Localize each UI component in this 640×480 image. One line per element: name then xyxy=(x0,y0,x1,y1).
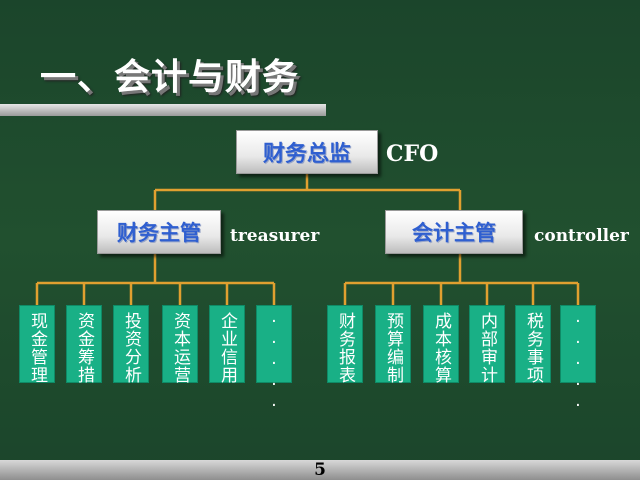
org-node-controller-note: controller xyxy=(534,226,629,246)
org-leaf-controller-6: ····· xyxy=(560,305,596,417)
org-leaf-treasurer-3: 投资分析 xyxy=(113,305,149,384)
title-underline-bar xyxy=(0,104,326,116)
org-leaf-treasurer-2: 资金筹措 xyxy=(66,305,102,384)
org-node-treasurer-label: 财务主管 xyxy=(117,221,201,245)
org-node-cfo-label: 财务总监 xyxy=(262,142,351,167)
org-leaf-controller-5: 税务事项 xyxy=(515,305,551,384)
org-node-cfo: 财务总监 xyxy=(236,130,378,174)
org-leaf-treasurer-1: 现金管理 xyxy=(19,305,55,384)
org-node-cfo-note: CFO xyxy=(386,141,439,167)
org-node-treasurer-note: treasurer xyxy=(230,226,320,246)
org-node-controller: 会计主管 xyxy=(385,210,523,254)
org-leaf-controller-4: 内部审计 xyxy=(469,305,505,384)
page-number: 5 xyxy=(314,460,326,480)
org-leaf-controller-3: 成本核算 xyxy=(423,305,459,384)
org-leaf-controller-1: 财务报表 xyxy=(327,305,363,384)
slide-title: 一、会计与财务 xyxy=(40,57,300,98)
footer-bar xyxy=(0,460,640,480)
org-node-controller-label: 会计主管 xyxy=(412,221,496,245)
org-leaf-controller-2: 预算编制 xyxy=(375,305,411,384)
org-leaf-treasurer-6: ····· xyxy=(256,305,292,417)
org-leaf-treasurer-5: 企业信用 xyxy=(209,305,245,384)
org-leaf-treasurer-4: 资本运营 xyxy=(162,305,198,384)
org-node-treasurer: 财务主管 xyxy=(97,210,221,254)
